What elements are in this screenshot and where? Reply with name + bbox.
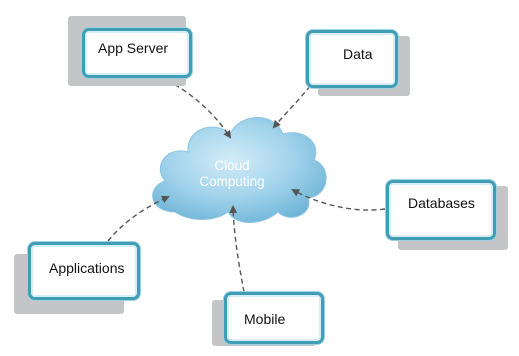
data-label: Data [343, 46, 373, 62]
arrow-mobile-to-cloud [229, 205, 245, 293]
mobile-node: Mobile [224, 292, 324, 344]
cloud-label: Cloud Computing [170, 158, 294, 190]
app-server-label: App Server [98, 40, 169, 56]
cloud-label-line1: Cloud [214, 158, 250, 173]
databases-label: Databases [408, 195, 475, 211]
app-server-node: App Server [82, 28, 192, 78]
arrow-applications-to-cloud [107, 195, 170, 242]
applications-label: Applications [49, 260, 125, 276]
cloud-label-line2: Computing [199, 174, 265, 189]
arrow-databases-to-cloud [291, 189, 386, 211]
applications-node: Applications [28, 242, 140, 300]
cloud-shape [152, 117, 327, 223]
arrow-data-to-cloud [272, 71, 321, 129]
mobile-label: Mobile [244, 311, 286, 327]
databases-node: Databases [386, 180, 496, 240]
data-node: Data [306, 30, 398, 88]
